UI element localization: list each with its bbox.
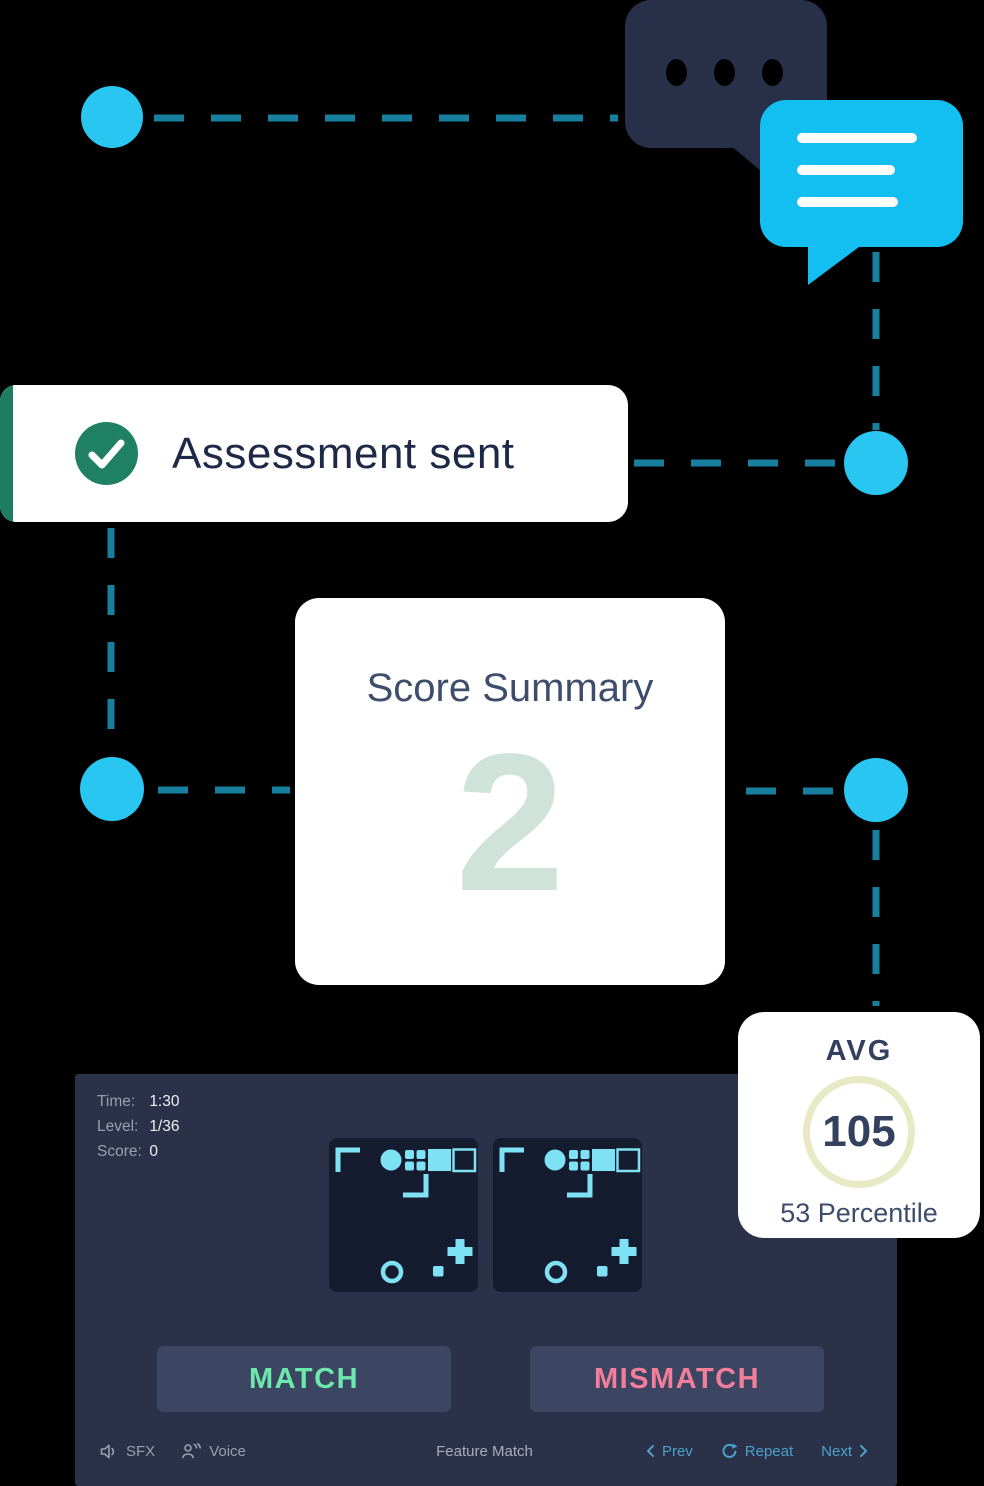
- next-button[interactable]: Next: [821, 1443, 869, 1460]
- message-text-line: [797, 133, 917, 143]
- sfx-toggle[interactable]: SFX: [100, 1443, 155, 1460]
- footer-audio-controls: SFX Voice: [100, 1443, 436, 1460]
- message-text-line: [797, 165, 895, 175]
- card-accent-bar: [0, 385, 13, 522]
- typing-dot-icon: [666, 59, 687, 86]
- voice-toggle[interactable]: Voice: [181, 1443, 246, 1460]
- message-bubble-icon: [760, 100, 963, 285]
- score-summary-value: 2: [455, 713, 565, 932]
- repeat-icon: [722, 1443, 738, 1458]
- score-summary-card: Score Summary 2: [295, 598, 725, 985]
- avg-percentile-label: 53 Percentile: [780, 1198, 938, 1228]
- next-label: Next: [821, 1442, 852, 1460]
- stat-row-level: Level: 1/36: [97, 1114, 179, 1139]
- game-stats: Time: 1:30 Level: 1/36 Score: 0: [97, 1089, 179, 1164]
- stat-value: 1:30: [149, 1093, 180, 1110]
- stat-row-score: Score: 0: [97, 1139, 179, 1164]
- stimulus-tile-left: [329, 1138, 478, 1292]
- path-node-dot: [80, 757, 144, 821]
- stat-label: Score:: [97, 1143, 142, 1160]
- footer-nav-controls: Prev Repeat Next: [533, 1443, 869, 1460]
- avg-score-card: AVG 105 53 Percentile: [738, 1012, 980, 1238]
- path-node-dot: [81, 86, 143, 148]
- prev-button[interactable]: Prev: [645, 1443, 693, 1460]
- stimulus-tile-right: [493, 1138, 642, 1292]
- checkmark-icon: [88, 439, 125, 469]
- stat-row-time: Time: 1:30: [97, 1089, 179, 1114]
- prev-label: Prev: [661, 1442, 693, 1460]
- stimulus-pattern-icon: [335, 1147, 477, 1284]
- score-summary-title: Score Summary: [366, 666, 654, 710]
- stimulus-pattern-icon: [499, 1147, 641, 1284]
- game-title: Feature Match: [436, 1442, 533, 1460]
- typing-dot-icon: [714, 59, 735, 86]
- game-panel: Time: 1:30 Level: 1/36 Score: 0: [75, 1074, 897, 1486]
- stat-label: Level:: [97, 1118, 139, 1135]
- voice-label: Voice: [209, 1442, 246, 1460]
- assessment-sent-card: Assessment sent: [0, 385, 628, 522]
- check-circle-icon: [75, 422, 138, 485]
- avg-score-value: 105: [822, 1107, 896, 1156]
- stat-label: Time:: [97, 1093, 136, 1110]
- repeat-button[interactable]: Repeat: [721, 1443, 793, 1460]
- message-text-line: [797, 197, 898, 207]
- score-ring: 105: [803, 1076, 915, 1188]
- speaker-icon: [100, 1443, 115, 1458]
- chevron-left-icon: [646, 1445, 654, 1457]
- assessment-sent-label: Assessment sent: [172, 428, 515, 478]
- voice-icon: [182, 1443, 202, 1459]
- game-footer: SFX Voice Feature Match Prev: [75, 1434, 897, 1468]
- stat-value: 0: [149, 1143, 158, 1160]
- match-button[interactable]: MATCH: [157, 1346, 451, 1412]
- sfx-label: SFX: [126, 1442, 156, 1460]
- avg-label: AVG: [825, 1035, 893, 1067]
- path-node-dot: [844, 431, 908, 495]
- stat-value: 1/36: [149, 1118, 180, 1135]
- path-node-dot: [844, 758, 908, 822]
- repeat-label: Repeat: [744, 1442, 794, 1460]
- mismatch-button[interactable]: MISMATCH: [530, 1346, 824, 1412]
- typing-dot-icon: [762, 59, 783, 86]
- chevron-right-icon: [860, 1445, 867, 1457]
